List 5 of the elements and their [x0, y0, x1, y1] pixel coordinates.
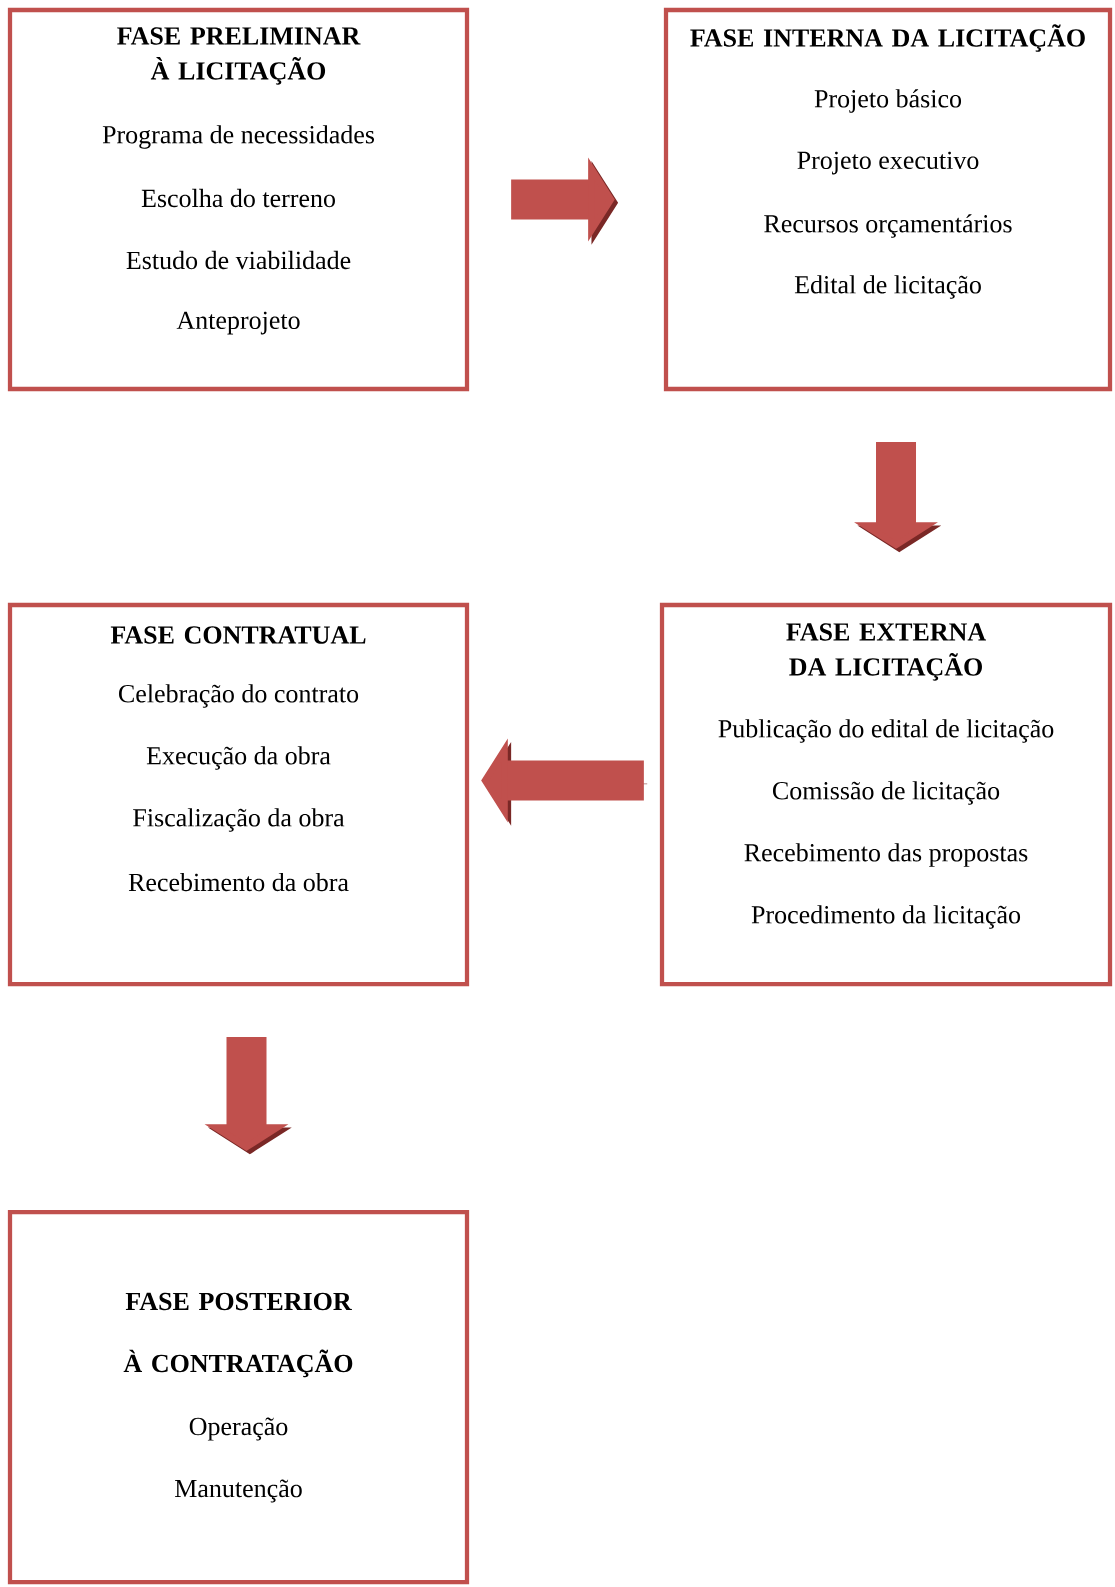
phase-box: FASE CONTRATUAL Celebração do contrato Execução da obra Fiscalização da obra Recebimento da obra	[7, 602, 470, 987]
phase-box: FASE PRELIMINAR À LICITAÇÃO Programa de necessidades Escolha do terreno Estudo de viabilidade Anteprojeto	[7, 7, 470, 392]
phase-box: FASE INTERNA DA LICITAÇÃO Projeto básico Projeto executivo Recursos orçamentários Edital de licitação	[663, 7, 1113, 392]
phase-box: FASE POSTERIOR À CONTRATAÇÃO Operação Manutenção	[7, 1209, 470, 1585]
phase-box: FASE EXTERNA DA LICITAÇÃO Publicação do edital de licitação Comissão de licitação Recebimento das propostas Procedimento da licitação	[659, 602, 1113, 987]
